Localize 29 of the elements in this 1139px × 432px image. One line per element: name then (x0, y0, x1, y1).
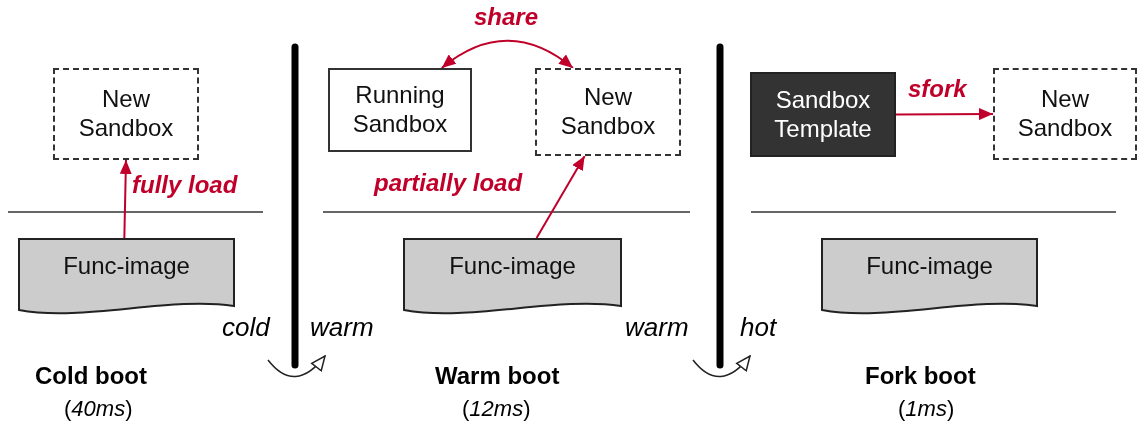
dashed-box (993, 68, 1137, 160)
panel-title: Cold boot (35, 362, 147, 390)
arrow (535, 155, 586, 239)
panel-title: Warm boot (435, 362, 560, 390)
state-label: warm (310, 312, 374, 343)
state-label: hot (740, 312, 777, 343)
arrow (440, 39, 574, 69)
box-label: Func-image (865, 252, 994, 281)
state-label: cold (222, 312, 270, 343)
dashed-box (53, 68, 199, 160)
timing-note: (1ms) (898, 396, 955, 422)
box-label: New Sandbox (1016, 85, 1114, 143)
panel-title: Fork boot (865, 362, 976, 390)
template-box (750, 72, 896, 157)
state-label: warm (625, 312, 689, 343)
box-label: Running Sandbox (351, 81, 449, 139)
box-label: New Sandbox (77, 85, 175, 143)
edge-label: partially load (374, 170, 523, 197)
timing-note: (40ms) (64, 396, 133, 422)
dashed-box (535, 68, 681, 156)
timing-note: (12ms) (462, 396, 531, 422)
edge-label: fully load (132, 172, 238, 199)
box-label: Sandbox Template (773, 85, 873, 144)
arrow (895, 108, 994, 121)
box-label: Func-image (448, 252, 577, 281)
process-box (328, 68, 472, 152)
box-label: New Sandbox (559, 83, 657, 141)
arrow (119, 159, 132, 239)
box-label: Func-image (62, 252, 191, 281)
